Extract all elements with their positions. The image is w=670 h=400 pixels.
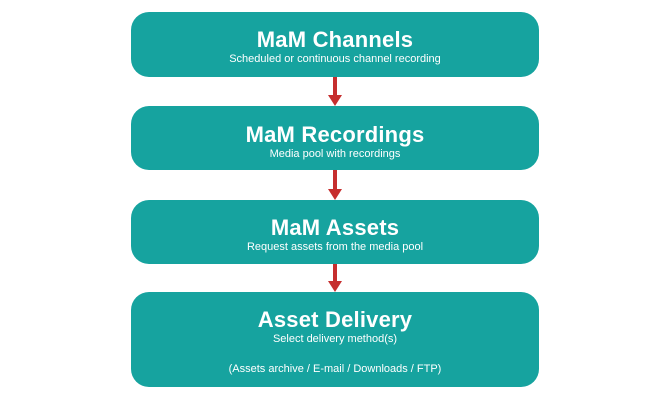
asset-delivery-subtitle: Select delivery method(s) [272, 333, 398, 345]
mam-assets-title: MaM Assets [270, 215, 400, 240]
mam-assets-box: MaM Assets Request assets from the media… [131, 200, 539, 264]
mam-channels-subtitle: Scheduled or continuous channel recordin… [229, 53, 441, 65]
mam-recordings-subtitle: Media pool with recordings [269, 148, 401, 160]
mam-channels-title: MaM Channels [256, 27, 414, 52]
mam-recordings-title: MaM Recordings [245, 122, 425, 147]
asset-delivery-title: Asset Delivery [257, 307, 413, 332]
mam-assets-subtitle: Request assets from the media pool [246, 241, 424, 253]
asset-delivery-methods-note: (Assets archive / E-mail / Downloads / F… [228, 363, 442, 375]
asset-delivery-box: Asset Delivery Select delivery method(s)… [131, 292, 539, 387]
arrow-assets-to-delivery [328, 264, 342, 292]
mam-channels-box: MaM Channels Scheduled or continuous cha… [131, 12, 539, 77]
arrow-channels-to-recordings [328, 77, 342, 106]
mam-recordings-box: MaM Recordings Media pool with recording… [131, 106, 539, 170]
arrow-recordings-to-assets [328, 170, 342, 200]
